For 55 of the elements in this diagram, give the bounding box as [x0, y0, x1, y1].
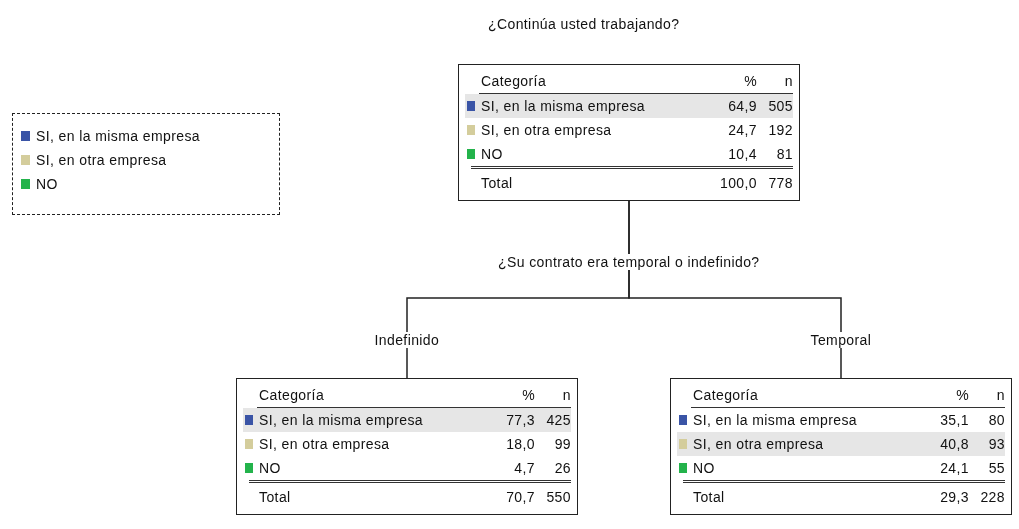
count-value: 192 — [767, 122, 793, 138]
count-value: 778 — [767, 175, 793, 191]
count-value: 80 — [987, 412, 1005, 428]
count-value: 26 — [553, 460, 571, 476]
legend-label: NO — [36, 176, 58, 192]
count-value: 81 — [775, 146, 793, 162]
node-table — [670, 378, 1012, 515]
count-value: 93 — [987, 436, 1005, 452]
node-table — [458, 64, 800, 201]
category-label: SI, en la misma empresa — [259, 412, 425, 428]
percent-value: 18,0 — [505, 436, 535, 452]
column-header: n — [783, 73, 793, 89]
percent-value: 70,7 — [505, 489, 535, 505]
percent-value: 29,3 — [939, 489, 969, 505]
column-header: % — [743, 73, 757, 89]
category-label: SI, en la misma empresa — [693, 412, 859, 428]
count-value: 425 — [545, 412, 571, 428]
total-label: Total — [480, 175, 514, 191]
total-label: Total — [258, 489, 292, 505]
total-label: Total — [692, 489, 726, 505]
category-label: NO — [481, 146, 504, 162]
column-header: % — [521, 387, 535, 403]
tree-connector — [628, 200, 842, 379]
column-header: n — [561, 387, 571, 403]
percent-value: 100,0 — [718, 175, 757, 191]
column-header: % — [955, 387, 969, 403]
count-value: 550 — [545, 489, 571, 505]
percent-value: 10,4 — [727, 146, 757, 162]
category-label: SI, en otra empresa — [693, 436, 825, 452]
percent-value: 64,9 — [727, 98, 757, 114]
percent-value: 77,3 — [505, 412, 535, 428]
percent-value: 24,7 — [727, 122, 757, 138]
legend-label: SI, en otra empresa — [36, 152, 167, 168]
count-value: 228 — [979, 489, 1005, 505]
column-header: Categoría — [258, 387, 326, 403]
split-question-label: ¿Su contrato era temporal o indefinido? — [496, 254, 762, 270]
category-label: NO — [693, 460, 716, 476]
percent-value: 24,1 — [939, 460, 969, 476]
category-label: NO — [259, 460, 282, 476]
node-table — [236, 378, 578, 515]
category-label: SI, en otra empresa — [259, 436, 391, 452]
tree-title: ¿Continúa usted trabajando? — [486, 16, 682, 32]
legend-label: SI, en la misma empresa — [36, 128, 201, 144]
count-value: 99 — [553, 436, 571, 452]
percent-value: 4,7 — [513, 460, 535, 476]
category-label: SI, en otra empresa — [481, 122, 613, 138]
edge-label: Indefinido — [372, 332, 442, 348]
percent-value: 35,1 — [939, 412, 969, 428]
count-value: 55 — [987, 460, 1005, 476]
column-header: Categoría — [480, 73, 548, 89]
count-value: 505 — [767, 98, 793, 114]
category-label: SI, en la misma empresa — [481, 98, 647, 114]
column-header: n — [995, 387, 1005, 403]
column-header: Categoría — [692, 387, 760, 403]
percent-value: 40,8 — [939, 436, 969, 452]
